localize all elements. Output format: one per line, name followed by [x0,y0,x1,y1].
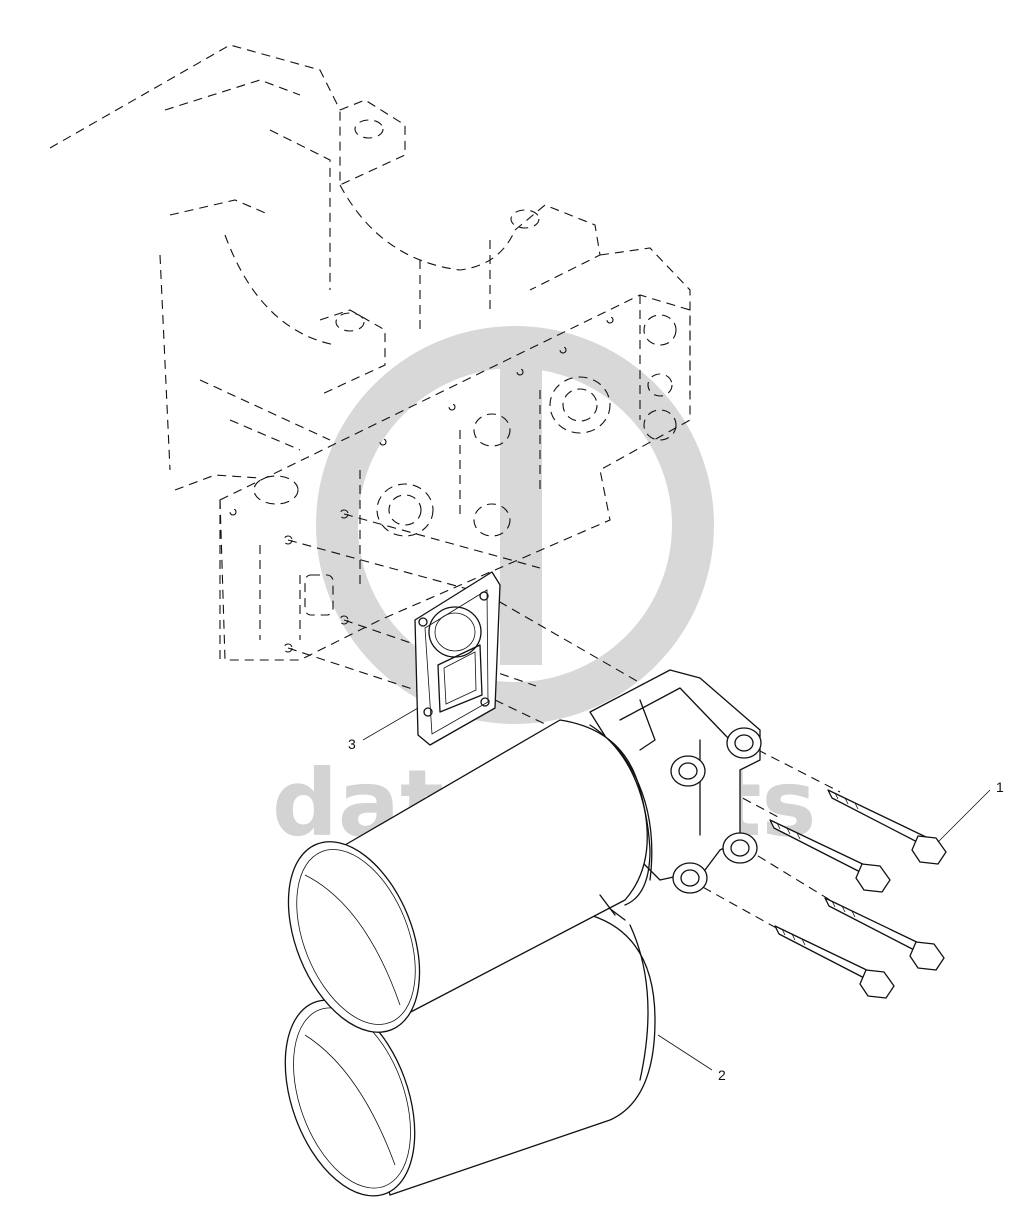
bolt-3 [824,897,945,971]
callout-1-label: 1 [996,779,1004,795]
callouts: 1 2 3 [348,707,1004,1083]
gasket [414,571,501,746]
bolt-2 [769,819,891,893]
callout-2-leader [657,1034,713,1071]
callout-1-leader [937,789,991,843]
callout-3-label: 3 [348,736,356,752]
engine-block [49,44,691,661]
bolt-1 [827,789,947,865]
bolts [769,789,947,999]
oil-filter-assembly [284,669,762,1197]
callout-2-label: 2 [718,1067,726,1083]
callout-3-leader [362,707,419,741]
bolt-4 [774,925,895,999]
watermark-logo-bar [500,345,542,665]
